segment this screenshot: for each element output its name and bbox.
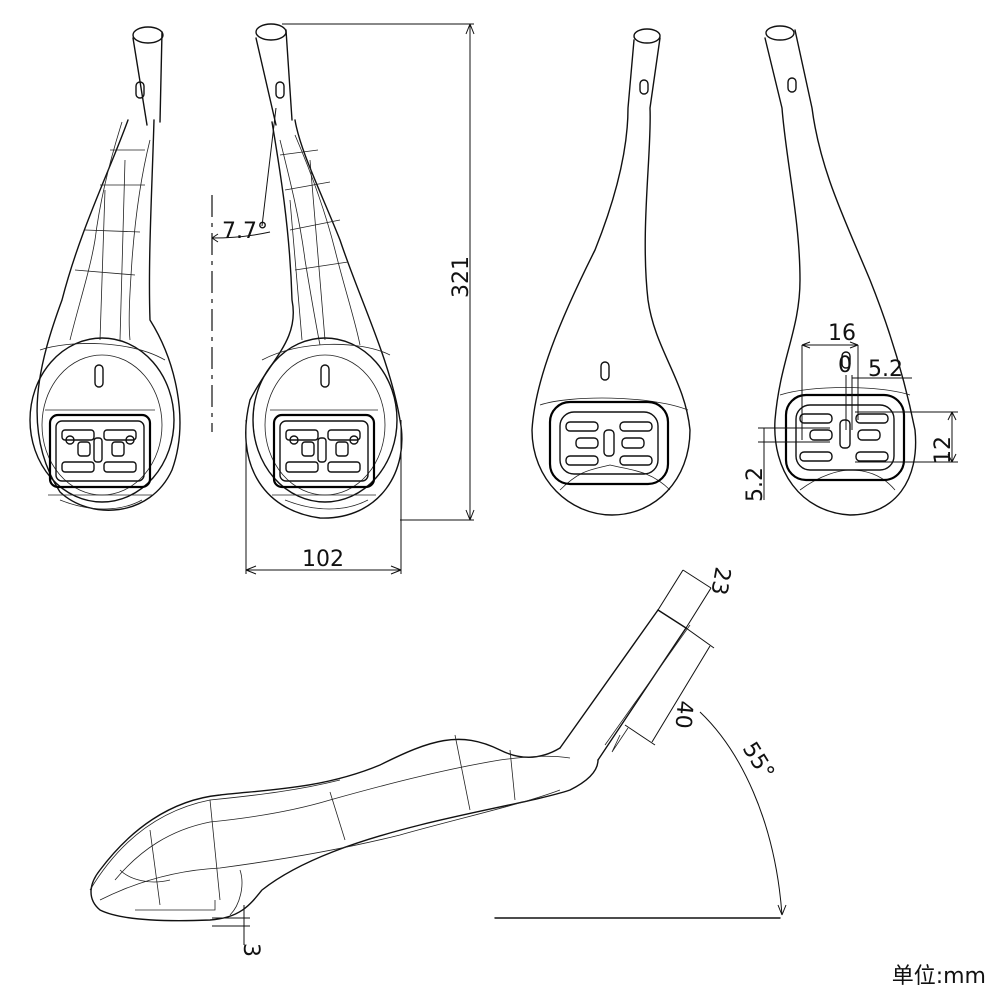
- dim-5-2-top-label: 5.2: [868, 357, 903, 382]
- dimension-23: 23: [657, 565, 735, 629]
- tilted-view-solid: [764, 25, 917, 516]
- dim-12-label: 12: [931, 436, 956, 464]
- side-profile-view: [89, 609, 781, 922]
- unit-label: 单位:mm: [891, 964, 986, 989]
- dimension-angle-top: 7.7°: [211, 107, 277, 432]
- dimension-width: 102: [245, 420, 402, 575]
- dim-5-2-left-label: 5.2: [743, 467, 768, 502]
- front-view-wireframe: [29, 26, 181, 511]
- dimension-16: 16: [801, 321, 859, 440]
- width-label: 102: [302, 547, 344, 572]
- dimension-40: 40: [624, 627, 715, 746]
- dim-16-label: 16: [828, 321, 856, 346]
- dim-0-label: 0: [838, 353, 852, 378]
- dim-3-label: 3: [238, 943, 263, 957]
- dim-23-label: 23: [705, 565, 734, 597]
- angle-top-label: 7.7°: [222, 219, 268, 244]
- dimension-12: 12: [855, 411, 958, 464]
- angle-side-label: 55°: [737, 738, 779, 784]
- tilted-view-wireframe: [245, 23, 403, 519]
- dimension-3: 3: [212, 905, 263, 957]
- dimension-5-2-top: 0 5.2: [838, 353, 912, 430]
- dimension-height: 321: [282, 23, 475, 521]
- dimension-5-2-left: 5.2: [743, 427, 830, 502]
- dim-40-label: 40: [670, 699, 697, 729]
- dimension-angle-side: 55°: [699, 711, 787, 916]
- front-view-solid: [531, 28, 691, 516]
- height-label: 321: [449, 256, 474, 298]
